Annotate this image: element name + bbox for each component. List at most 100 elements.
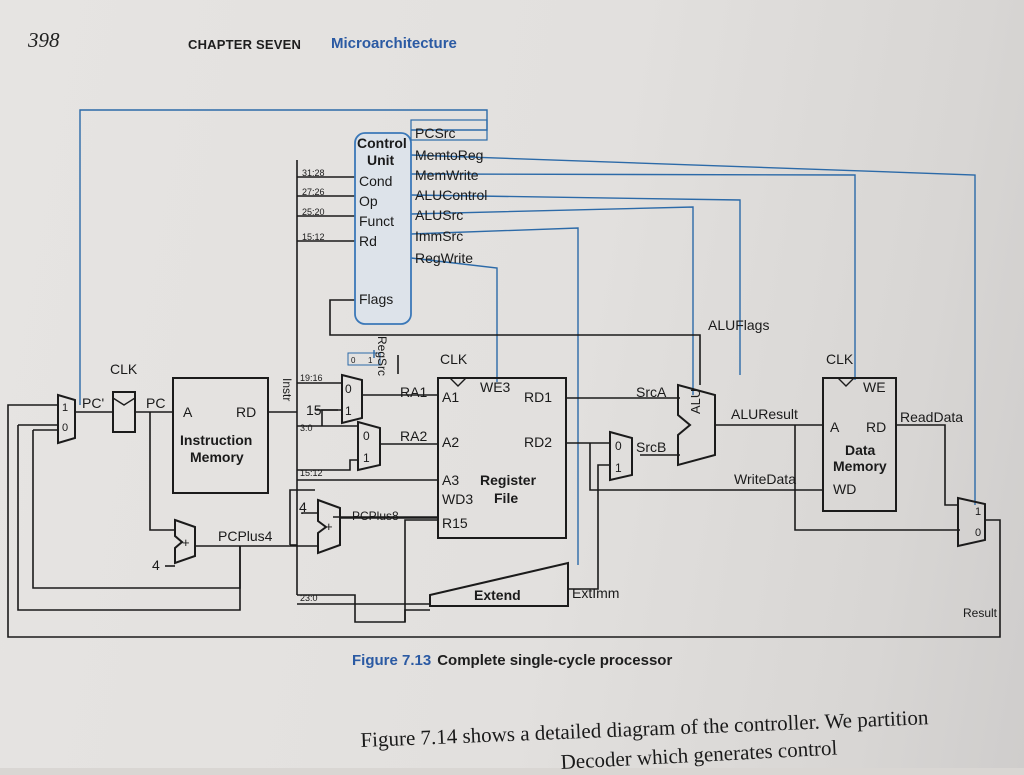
four-label-pcplus8: 4 [299, 499, 307, 515]
clk-rf-label: CLK [440, 351, 468, 367]
page-number: 398 [28, 28, 60, 52]
rf-a1-label: A1 [442, 389, 459, 405]
pcplus4-adder [174, 518, 196, 565]
rf-a2-label: A2 [442, 434, 459, 450]
aluflags-label: ALUFlags [708, 317, 769, 333]
pc-prime-label: PC' [82, 395, 104, 411]
instruction-memory-box [172, 377, 269, 494]
control-unit-box [354, 132, 412, 325]
pc-mux-0: 0 [62, 422, 68, 434]
dm-wd-label: WD [833, 481, 856, 497]
extend-block [429, 561, 569, 607]
bits-3-0: 3:0 [300, 423, 313, 433]
fifteen-label: 15 [306, 402, 322, 418]
regwrite-wire [410, 257, 498, 382]
imem-name2: Memory [190, 449, 244, 465]
pcplus8-adder [317, 498, 341, 555]
pc-register [112, 391, 136, 433]
four-label-pcplus4: 4 [152, 557, 160, 573]
aluflags-wire [329, 299, 701, 385]
imem-a-label: A [183, 404, 193, 420]
pcplus4-label: PCPlus4 [218, 528, 273, 544]
result-mux [957, 496, 986, 548]
pc-label: PC [146, 395, 165, 411]
alusrc-wire [410, 206, 694, 395]
datapath-wires [7, 160, 1001, 638]
writedata-label: WriteData [734, 471, 796, 487]
flags-label: Flags [359, 291, 393, 307]
imem-name1: Instruction [180, 432, 252, 448]
control-unit-title2: Unit [367, 152, 395, 168]
register-file-box [437, 377, 567, 539]
data-memory-box [822, 377, 897, 512]
rf-name1: Register [480, 472, 537, 488]
extend-label: Extend [474, 587, 521, 603]
readdata-wire [896, 424, 958, 506]
pcplus8-label: PCPlus8 [352, 509, 399, 523]
memwrite-wire [410, 173, 856, 380]
control-wires [79, 109, 976, 565]
result-wire [7, 404, 1001, 638]
dm-we-label: WE [863, 379, 886, 395]
alucontrol-label: ALUControl [415, 187, 487, 203]
srcb-mux [609, 430, 633, 482]
pc-mux [57, 393, 76, 445]
clk-pc-label: CLK [110, 361, 138, 377]
figure-caption: Figure 7.13 Complete single-cycle process… [352, 652, 672, 669]
bits-25-20: 25:20 [302, 207, 325, 217]
pc-mux-1: 1 [62, 402, 68, 414]
extimm-label: ExtImm [572, 585, 619, 601]
instr-label: Instr [280, 378, 294, 401]
alu-block [677, 383, 716, 467]
result-mux-0: 0 [975, 527, 981, 539]
imem-rd-label: RD [236, 404, 256, 420]
bits-15-12: 15:12 [300, 468, 323, 478]
aluresult-label: ALUResult [731, 406, 798, 422]
rf-name2: File [494, 490, 518, 506]
alucontrol-wire [410, 194, 741, 375]
rf-rd1-label: RD1 [524, 389, 552, 405]
srcb-label: SrcB [636, 439, 666, 455]
rf-r15-label: R15 [442, 515, 468, 531]
bits-31-28: 31:28 [302, 168, 325, 178]
bits-23-0: 23:0 [300, 593, 318, 603]
ra2-mux [357, 420, 381, 472]
immsrc-label: ImmSrc [415, 228, 463, 244]
cond-label: Cond [359, 173, 392, 189]
readdata-label: ReadData [900, 409, 963, 425]
rd-ctrl-label: Rd [359, 233, 377, 249]
bits-15-12-ctrl: 15:12 [302, 232, 325, 242]
rf-a3-label: A3 [442, 472, 459, 488]
memtoreg-wire [410, 154, 976, 505]
writedata-wire [589, 443, 823, 491]
dm-rd-label: RD [866, 419, 886, 435]
ra1-mux-1: 1 [345, 404, 352, 418]
regsrc-label: RegSrc [375, 336, 389, 376]
ra2-mux-0: 0 [363, 429, 370, 443]
srcb-mux-1: 1 [615, 461, 622, 475]
pcsrc-wire [79, 109, 488, 405]
control-unit-title1: Control [357, 135, 407, 151]
alu-label: ALU [688, 389, 703, 414]
figure-title: Complete single-cycle processor [437, 652, 673, 669]
result-mux-1: 1 [975, 506, 981, 518]
section-title: Microarchitecture [331, 35, 457, 52]
chapter-title: CHAPTER SEVEN [188, 37, 302, 52]
ra1-mux [341, 373, 363, 425]
bits-27-26: 27:26 [302, 187, 325, 197]
rf-rd2-label: RD2 [524, 434, 552, 450]
pcsrc-label: PCSrc [415, 125, 455, 141]
ra1-mux-0: 0 [345, 382, 352, 396]
dm-name2: Memory [833, 458, 887, 474]
ra1-label: RA1 [400, 384, 427, 400]
regsrc-bit1: 1 [368, 356, 373, 365]
funct-label: Funct [359, 213, 394, 229]
rf-we3-label: WE3 [480, 379, 511, 395]
memtoreg-label: MemtoReg [415, 147, 483, 163]
memwrite-label: MemWrite [415, 167, 479, 183]
figure-number: Figure 7.13 [352, 652, 432, 669]
srcb-mux-0: 0 [615, 439, 622, 453]
dm-name1: Data [845, 442, 876, 458]
extimm-wire [568, 464, 610, 590]
